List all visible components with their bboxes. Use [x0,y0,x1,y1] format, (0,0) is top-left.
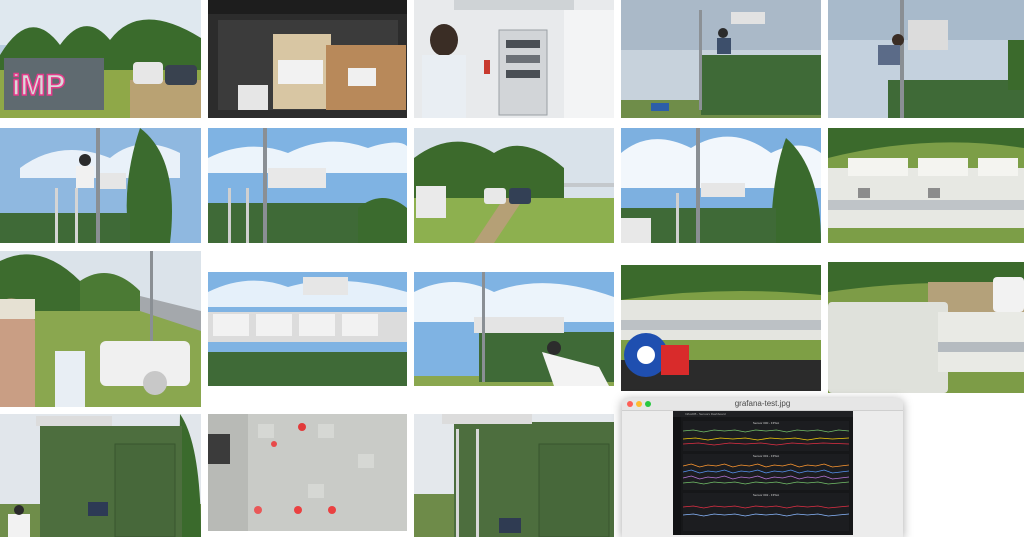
photo-tile[interactable] [414,272,614,386]
photo-selfie-field-person [0,251,201,407]
photo-tile[interactable] [621,128,821,243]
photo-tile[interactable]: iMP [0,0,201,118]
photo-person-mast-instruments [828,0,1024,118]
maximize-window-icon[interactable] [645,401,651,407]
panel-title: Sensor 002 - FPGA [752,493,780,497]
photo-container-roof-sensors [208,128,407,243]
photo-container-ladder-laptop [414,414,614,537]
preview-title: grafana-test.jpg [734,399,791,408]
photo-field-graffiti-cars: iMP [0,0,201,118]
photo-tile[interactable] [828,0,1024,118]
dashboard-panel: Sensor 001 - FPGA [682,454,850,490]
dashboard-panel: Sensor 002 - FPGA [682,493,850,531]
panel-title: Sensor 001 - FPGA [752,454,780,458]
photo-tile[interactable] [414,0,614,118]
photo-led-panel-closeup [208,414,407,531]
photo-tile[interactable] [621,0,821,118]
photo-tile[interactable] [208,0,407,118]
minimize-window-icon[interactable] [636,401,642,407]
panel-timeseries [682,463,850,485]
photo-person-on-container-roof [621,0,821,118]
photo-cable-reel-sensors [621,265,821,391]
panel-title: Sensor 000 - FPGA [752,421,780,425]
photo-container-interior-racks [414,0,614,118]
close-window-icon[interactable] [627,401,633,407]
photo-tile[interactable] [0,414,201,537]
photo-tile[interactable] [414,128,614,243]
photo-person-under-sensors [414,272,614,386]
photo-field-road-cars [414,128,614,243]
photo-tile[interactable] [828,262,1024,393]
preview-title-bar[interactable]: grafana-test.jpg [622,398,903,411]
photo-tile[interactable] [208,272,407,386]
photo-sensor-modules-closeup [828,128,1024,243]
panel-timeseries [682,429,850,446]
photo-tile[interactable] [208,128,407,243]
dashboard-sidebar [673,417,681,535]
photo-tile[interactable] [208,414,407,531]
photo-sensor-array-container [208,272,407,386]
photo-tile[interactable] [0,251,201,407]
dashboard-title: InfluxDB - Sensors Dashboard [673,411,853,417]
image-preview-window[interactable]: grafana-test.jpg InfluxDB - Sensors Dash… [622,398,903,537]
photo-ladder-mast-person [0,128,201,243]
photo-car-trunk-boxes [208,0,407,118]
photo-tile[interactable] [0,128,201,243]
photo-sensor-box-closeup [828,262,1024,393]
photo-tile[interactable] [414,414,614,537]
svg-text:iMP: iMP [12,69,65,102]
photo-container-clouds [621,128,821,243]
photo-container-door-laptop [0,414,201,537]
photo-tile[interactable] [621,265,821,391]
grafana-dashboard-screenshot: InfluxDB - Sensors Dashboard Sensor 000 … [673,411,853,535]
panel-timeseries [682,505,850,517]
photo-tile[interactable] [828,128,1024,243]
dashboard-panel: Sensor 000 - FPGA [682,421,850,451]
